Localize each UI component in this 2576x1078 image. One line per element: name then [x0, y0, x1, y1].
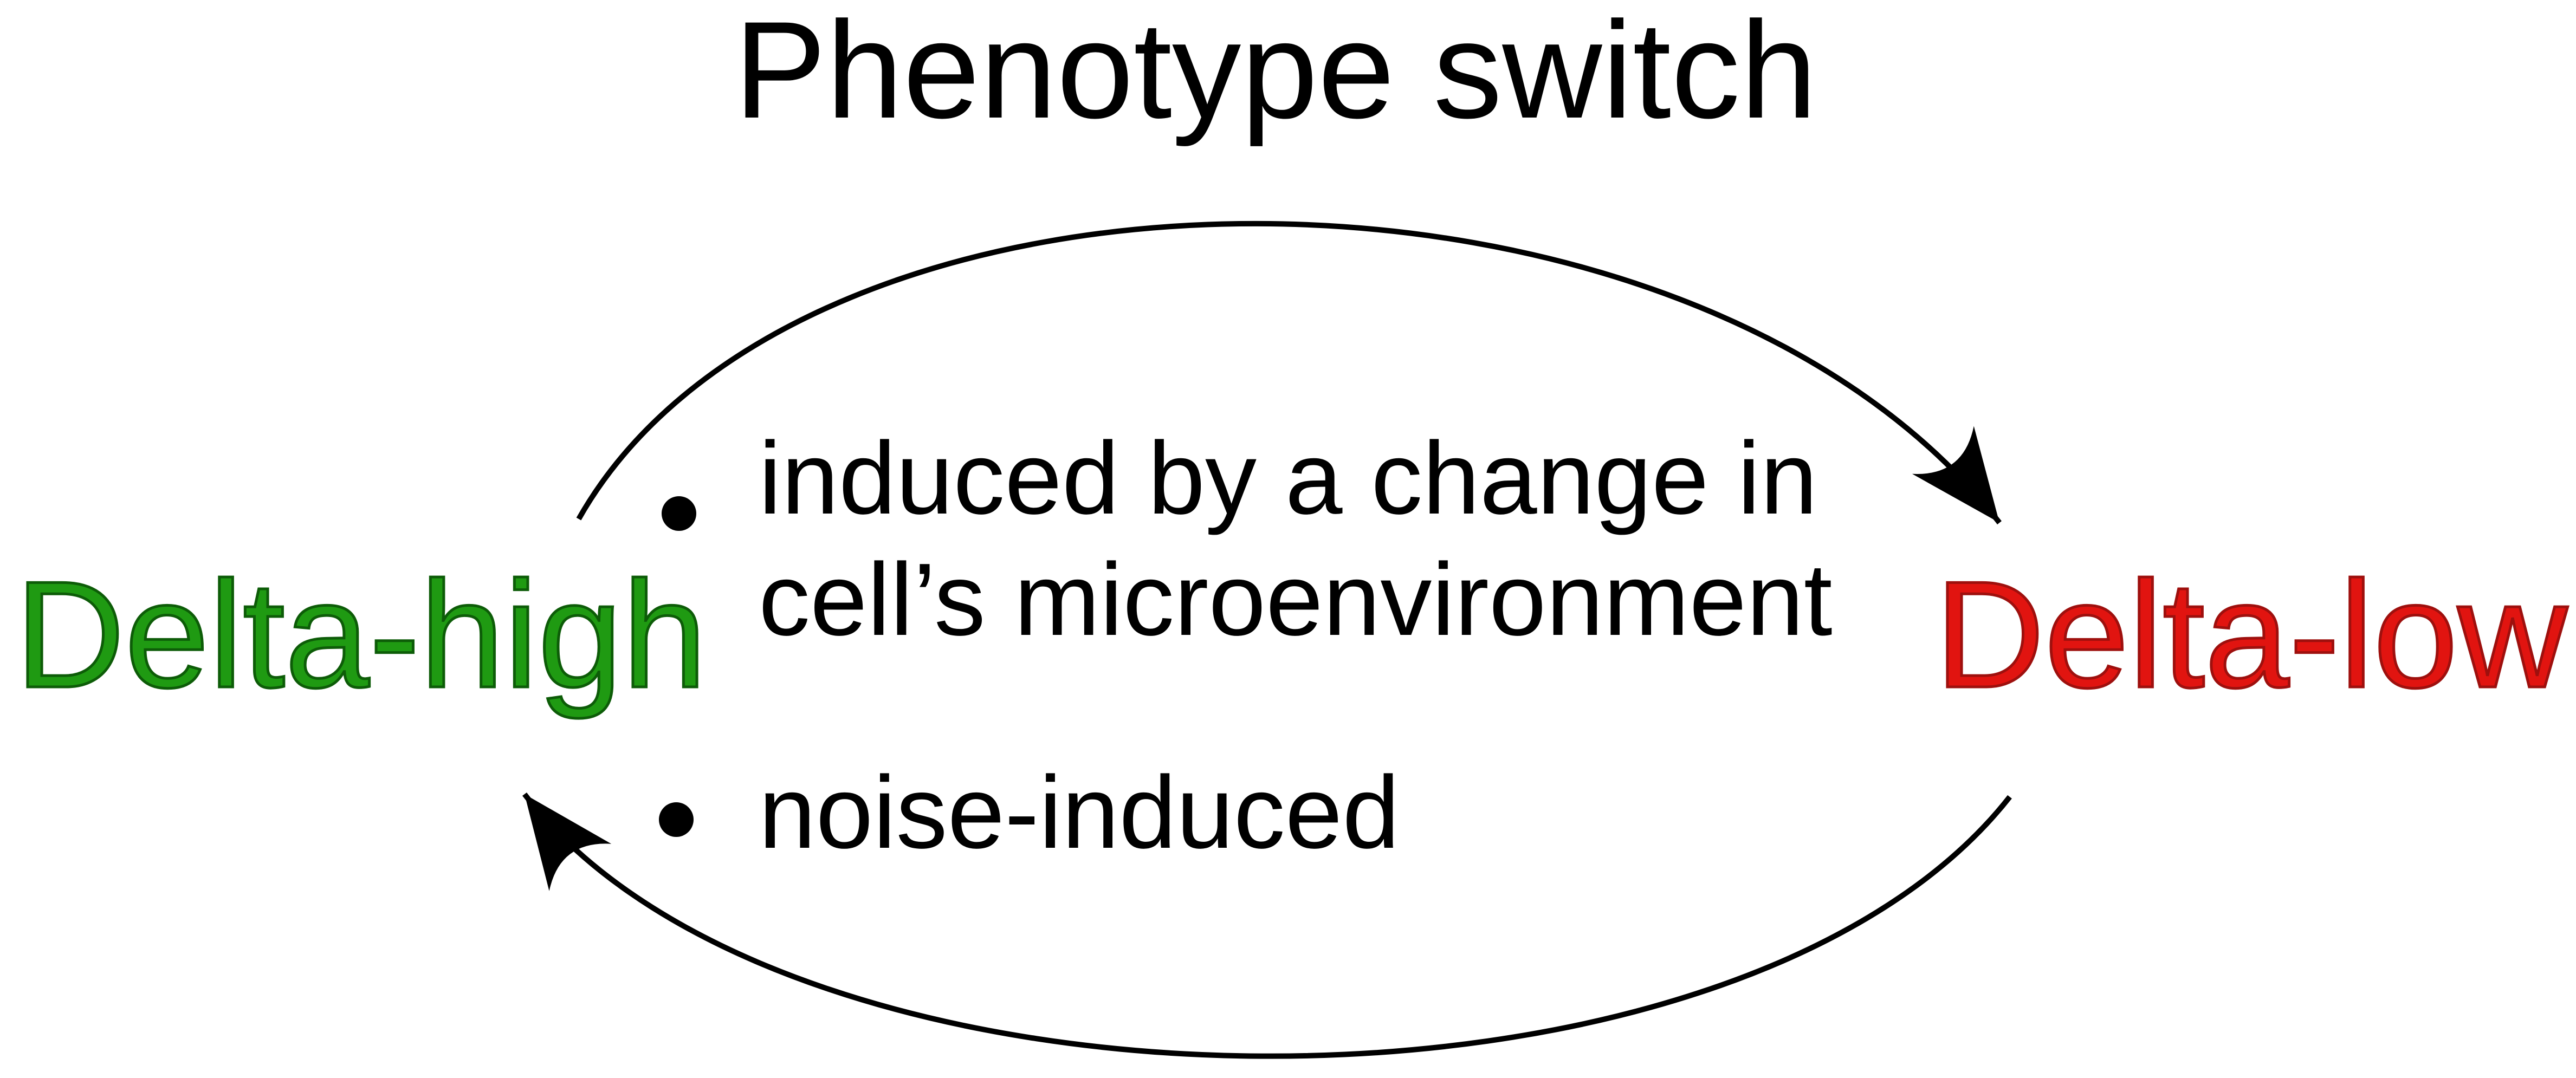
- arrow-low-to-high: [522, 792, 2012, 1059]
- bullet-line: induced by a change in: [759, 421, 1818, 536]
- bullet-line: noise-induced: [759, 755, 1400, 870]
- bullet-item-environment-induced: induced by a change in cell’s microenvir…: [759, 418, 1833, 660]
- state-label-delta-high: Delta-high: [14, 550, 708, 719]
- bullet-item-noise-induced: noise-induced: [759, 752, 1400, 873]
- arrow-high-to-low: [576, 220, 2002, 525]
- bullet-icon: [659, 802, 694, 837]
- state-label-delta-low: Delta-low: [1933, 550, 2568, 719]
- diagram-title: Phenotype switch: [734, 0, 1817, 147]
- bullet-icon: [662, 496, 696, 531]
- bullet-line: cell’s microenvironment: [759, 542, 1833, 657]
